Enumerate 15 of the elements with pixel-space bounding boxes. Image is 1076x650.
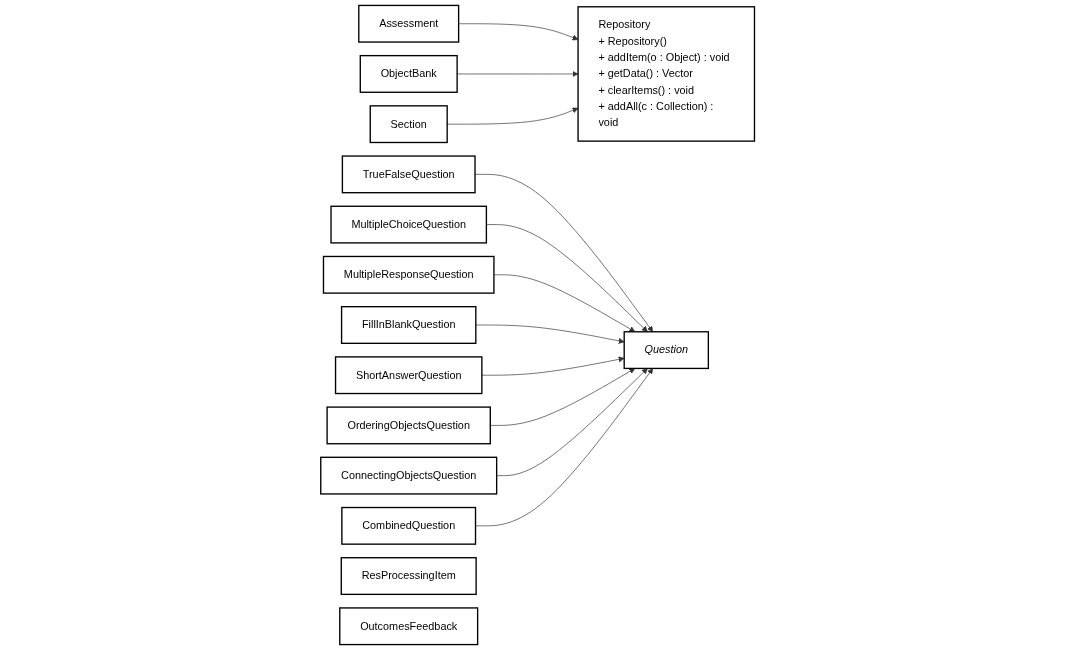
node-box: TrueFalseQuestion (342, 155, 477, 194)
node-box: OutcomesFeedback (339, 607, 479, 646)
node-box: FillInBlankQuestion (341, 306, 477, 344)
node-box: CombinedQuestion (341, 506, 477, 545)
node-box: Repository + Repository() + addItem(o : Object) : void + getData() : Vector + clearItems() : void + addAll(c : Collection) : void (577, 6, 756, 142)
node-box: MultipleResponseQuestion (323, 255, 495, 294)
node-box: Section (369, 105, 449, 144)
node-box: Assessment (358, 4, 460, 43)
node-box: ObjectBank (360, 54, 459, 93)
node-box: Question (623, 331, 710, 370)
node-box: MultipleChoiceQuestion (330, 205, 488, 244)
node-box: ShortAnswerQuestion (335, 356, 483, 395)
node-box: ConnectingObjectsQuestion (320, 456, 498, 495)
node-box: ResProcessingItem (341, 557, 478, 596)
node-box: OrderingObjectsQuestion (326, 406, 492, 445)
